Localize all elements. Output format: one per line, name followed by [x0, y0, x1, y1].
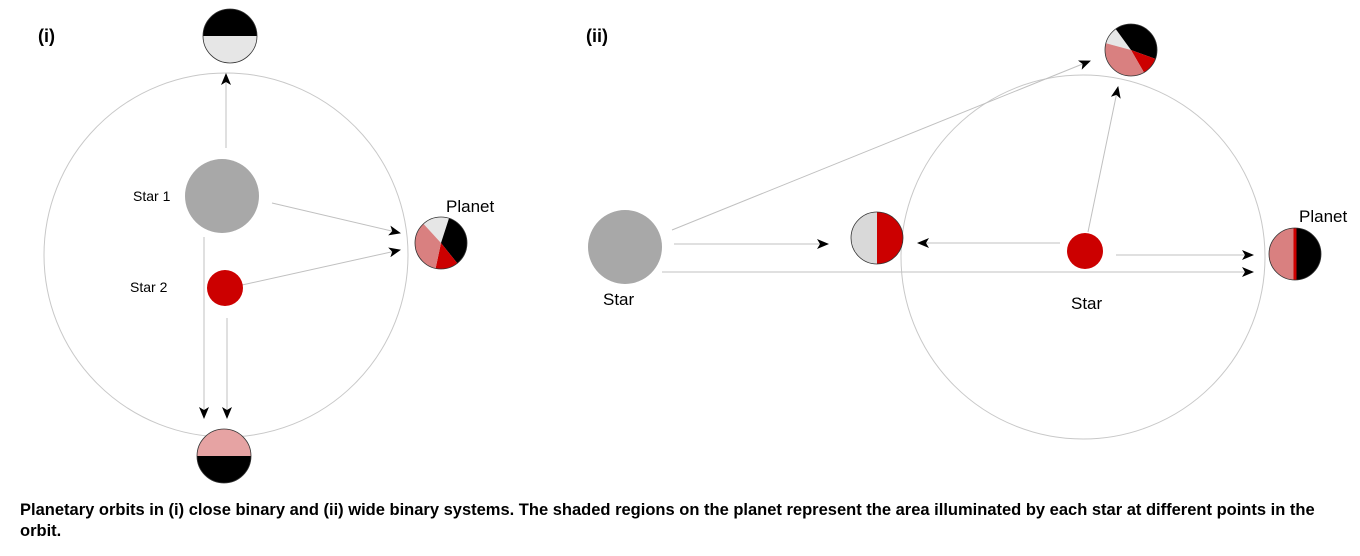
star-2-label: Star 2 [130, 279, 168, 295]
panel-label-ii: (ii) [586, 26, 608, 46]
light-ray-star1-planet [271, 202, 401, 236]
light-ray-far-star-top [671, 60, 1091, 231]
figure-caption: Planetary orbits in (i) close binary and… [20, 501, 1315, 540]
far-star-label: Star [603, 290, 635, 309]
panel-wide-binary: (ii) Star Star [586, 23, 1347, 440]
planet-top [202, 8, 258, 64]
near-star-label: Star [1071, 294, 1103, 313]
planet-bottom [196, 428, 252, 484]
panel-close-binary: (i) Star 1 Star 2 [38, 8, 494, 484]
planet-right-wide [1268, 227, 1322, 281]
binary-orbits-diagram: (i) Star 1 Star 2 [38, 8, 1347, 484]
star-1-label: Star 1 [133, 188, 171, 204]
planet-label-close: Planet [446, 197, 494, 216]
planet-label-wide: Planet [1299, 207, 1347, 226]
star-2 [207, 270, 243, 306]
far-star [588, 210, 662, 284]
near-star [1067, 233, 1103, 269]
planet-right [414, 216, 468, 270]
orbit-path-wide [900, 74, 1266, 440]
planet-top-wide [1104, 23, 1158, 77]
planet-left [850, 211, 904, 265]
light-ray-near-star-top [1087, 86, 1121, 233]
star-1 [185, 159, 259, 233]
light-ray-star2-planet [241, 247, 401, 286]
panel-label-i: (i) [38, 26, 55, 46]
